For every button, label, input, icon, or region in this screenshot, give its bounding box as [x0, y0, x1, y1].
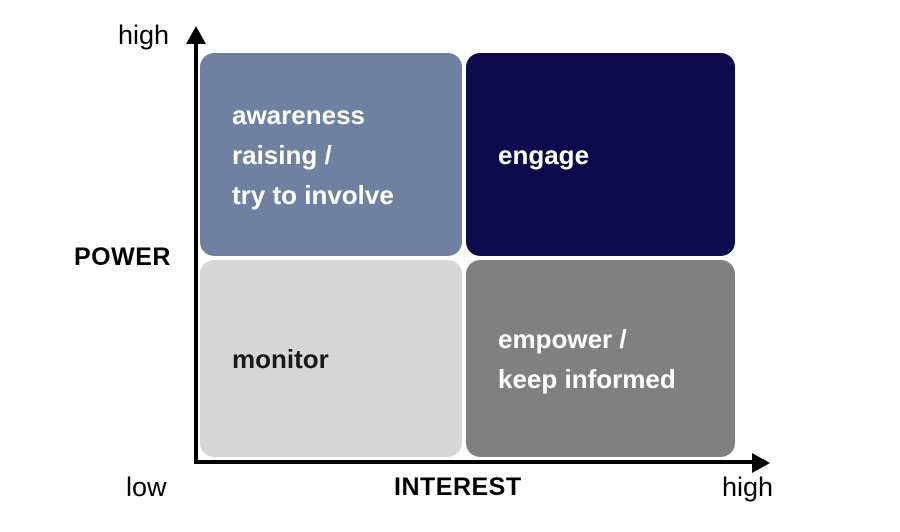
y-axis-title-power: POWER	[74, 243, 171, 271]
quadrant-high-power-low-interest[interactable]: awareness raising / try to involve	[200, 53, 462, 256]
quadrant-low-power-high-interest[interactable]: empower / keep informed	[466, 260, 735, 457]
y-axis-arrow-icon	[186, 26, 206, 44]
quadrant-label: engage	[498, 139, 590, 170]
quadrant-label: awareness raising / try to involve	[232, 99, 394, 210]
x-axis-low-label: low	[126, 472, 167, 502]
y-axis-high-label: high	[118, 20, 170, 50]
x-axis-line	[194, 460, 756, 464]
quadrant-high-power-high-interest[interactable]: engage	[466, 53, 735, 256]
quadrant-low-power-low-interest[interactable]: monitor	[200, 260, 462, 457]
x-axis-title-interest: INTEREST	[394, 473, 522, 501]
x-axis-high-label: high	[722, 472, 774, 502]
y-axis-line	[194, 40, 198, 464]
quadrant-label: empower / keep informed	[498, 323, 676, 394]
x-axis-arrow-icon	[752, 453, 770, 473]
quadrant-label: monitor	[232, 343, 329, 374]
